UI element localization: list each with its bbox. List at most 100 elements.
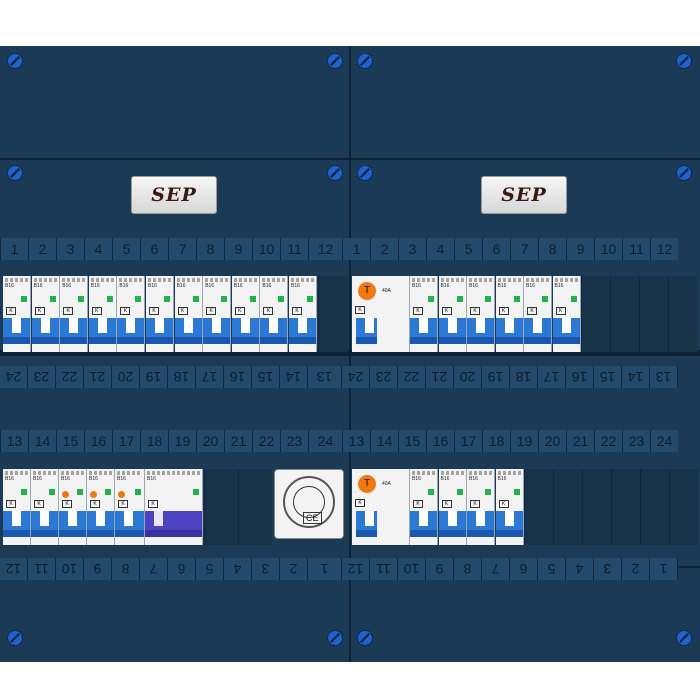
breaker-toggle[interactable] bbox=[117, 318, 145, 344]
test-button-icon[interactable] bbox=[90, 491, 97, 498]
terminal-number: 1 bbox=[0, 238, 28, 260]
breaker-toggle[interactable] bbox=[467, 318, 494, 344]
terminal-number: 8 bbox=[538, 238, 566, 260]
ce-mark: CE bbox=[303, 512, 322, 524]
breaker-toggle[interactable] bbox=[146, 318, 173, 344]
status-indicator-icon bbox=[106, 296, 113, 302]
breaker-toggle[interactable] bbox=[88, 318, 116, 344]
status-indicator-icon bbox=[513, 296, 520, 302]
breaker-toggle[interactable] bbox=[410, 318, 437, 344]
terminal-number: 15 bbox=[252, 366, 280, 388]
breaker-toggle[interactable] bbox=[552, 318, 580, 344]
breaker-toggle[interactable] bbox=[31, 511, 58, 537]
breaker-toggle[interactable] bbox=[3, 318, 30, 344]
test-button-icon[interactable]: T bbox=[358, 475, 376, 493]
terminal-number: 10 bbox=[594, 238, 622, 260]
kema-mark-icon: K bbox=[527, 307, 537, 315]
breaker-toggle[interactable] bbox=[495, 511, 523, 537]
terminal-number: 23 bbox=[28, 366, 56, 388]
breaker-toggle[interactable] bbox=[3, 511, 30, 537]
terminal-number: 4 bbox=[566, 558, 594, 580]
breaker-toggle[interactable] bbox=[438, 318, 466, 344]
breaker-toggle[interactable] bbox=[59, 511, 86, 537]
terminal-number: 16 bbox=[224, 366, 252, 388]
test-button-icon[interactable] bbox=[118, 491, 125, 498]
breaker-toggle[interactable] bbox=[410, 511, 437, 537]
breaker-toggle[interactable] bbox=[231, 318, 259, 344]
breaker-toggle[interactable] bbox=[467, 511, 494, 537]
breaker-toggle[interactable] bbox=[438, 511, 466, 537]
status-indicator-icon bbox=[542, 296, 548, 302]
kema-mark-icon: K bbox=[34, 307, 45, 315]
test-button-icon[interactable]: T bbox=[358, 282, 376, 300]
test-button-icon[interactable] bbox=[62, 491, 69, 498]
kema-mark-icon: K bbox=[470, 307, 480, 315]
status-indicator-icon bbox=[249, 296, 256, 302]
terminal-number: 23 bbox=[622, 430, 650, 452]
breaker-toggle[interactable] bbox=[31, 318, 59, 344]
breaker-toggle[interactable] bbox=[115, 511, 144, 537]
breaker-toggle[interactable] bbox=[260, 318, 288, 344]
terminal-number: 4 bbox=[84, 238, 112, 260]
terminal-number: 14 bbox=[622, 366, 650, 388]
terminal-number: 13 bbox=[0, 430, 28, 452]
status-indicator-icon bbox=[193, 489, 199, 495]
status-indicator-icon bbox=[78, 296, 85, 302]
kema-mark-icon: K bbox=[62, 500, 72, 508]
terminal-number: 9 bbox=[224, 238, 252, 260]
terminal-number: 19 bbox=[510, 430, 538, 452]
terminal-number: 18 bbox=[168, 366, 196, 388]
screw-icon bbox=[357, 53, 373, 69]
breaker-toggle[interactable] bbox=[174, 318, 202, 344]
breaker-toggle[interactable] bbox=[87, 511, 114, 537]
status-indicator-icon bbox=[307, 296, 313, 302]
breaker-toggle[interactable] bbox=[495, 318, 523, 344]
rcd-toggle[interactable] bbox=[356, 511, 377, 537]
breaker-toggle[interactable] bbox=[60, 318, 88, 344]
breaker-toggle[interactable] bbox=[145, 511, 202, 537]
rcd-toggle[interactable] bbox=[356, 318, 377, 344]
terminal-number: 21 bbox=[84, 366, 112, 388]
socket-outlet[interactable]: CE bbox=[274, 469, 344, 539]
breaker-toggle[interactable] bbox=[203, 318, 231, 344]
screw-icon bbox=[7, 165, 23, 181]
breaker-toggle[interactable] bbox=[524, 318, 551, 344]
empty-slot bbox=[611, 469, 640, 545]
status-indicator-icon bbox=[278, 296, 285, 302]
status-indicator-icon bbox=[456, 489, 463, 495]
terminal-number: 24 bbox=[342, 366, 370, 388]
breaker-toggle[interactable] bbox=[289, 318, 316, 344]
